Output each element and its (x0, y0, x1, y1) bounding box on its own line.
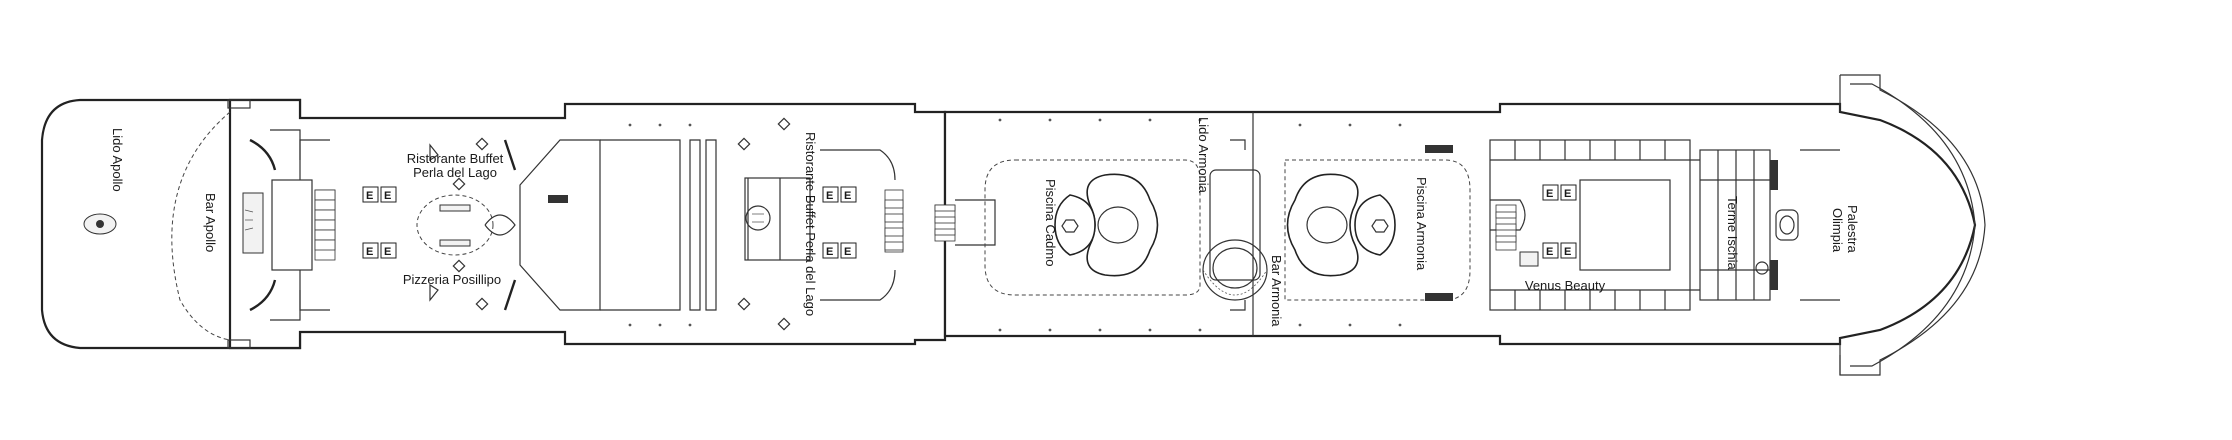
fitness-area (1699, 149, 1840, 301)
svg-text:E: E (1564, 188, 1571, 200)
stern-structure (83, 99, 336, 349)
elevator-bank-3: E E E E (1542, 184, 1577, 259)
buffet-area (416, 137, 717, 311)
label-bar-armonia: Bar Armonia (1269, 255, 1284, 327)
label-pizzeria-posillipo: Pizzeria Posillipo (403, 272, 501, 287)
elevator-bank-2: E E E E (822, 186, 857, 259)
svg-text:E: E (844, 246, 851, 258)
svg-text:E: E (384, 246, 391, 258)
svg-text:E: E (366, 246, 373, 258)
deck-fixtures (628, 118, 1402, 332)
piscina-cadmo-pool (1086, 173, 1159, 277)
label-ristorante-buffet-a-2: Perla del Lago (413, 165, 497, 180)
piscina-armonia-pool (1286, 173, 1359, 277)
stairs-stern (314, 189, 336, 261)
svg-text:E: E (366, 190, 373, 202)
buffet-area-b (737, 117, 996, 331)
label-ristorante-buffet-b: Ristorante Buffet Perla del Lago (803, 132, 818, 316)
lido-armonia-area (1202, 112, 1268, 336)
elevators: E E E E E E E E E E E E (362, 184, 1577, 259)
label-ristorante-buffet-a-1: Ristorante Buffet (407, 151, 504, 166)
label-piscina-armonia: Piscina Armonia (1414, 177, 1429, 271)
svg-text:E: E (1546, 188, 1553, 200)
label-venus-beauty: Venus Beauty (1525, 278, 1606, 293)
stairs-mid-a (884, 189, 904, 253)
svg-text:E: E (1564, 246, 1571, 258)
label-palestra-olimpia-1: Palestra (1845, 205, 1860, 253)
label-bar-apollo: Bar Apollo (203, 193, 218, 252)
svg-text:E: E (826, 190, 833, 202)
elevator-bank-1: E E E E (362, 186, 397, 259)
label-palestra-olimpia-2: Olimpia (1830, 208, 1845, 253)
piscina-armonia-area (1284, 145, 1471, 301)
label-piscina-cadmo: Piscina Cadmo (1043, 179, 1058, 266)
svg-text:E: E (1546, 246, 1553, 258)
label-terme-ischia: Terme Ischia (1725, 196, 1740, 270)
piscina-cadmo-area (984, 159, 1201, 296)
stairs-spa (1495, 204, 1517, 251)
label-lido-armonia: Lido Armonia (1196, 117, 1211, 194)
svg-text:E: E (844, 190, 851, 202)
stairs-mid-b (934, 204, 956, 242)
labels: Lido Apollo Bar Apollo Ristorante Buffet… (110, 117, 1860, 327)
svg-text:E: E (826, 246, 833, 258)
label-lido-apollo: Lido Apollo (110, 128, 125, 192)
svg-text:E: E (384, 190, 391, 202)
venus-beauty-area (1489, 139, 1700, 311)
